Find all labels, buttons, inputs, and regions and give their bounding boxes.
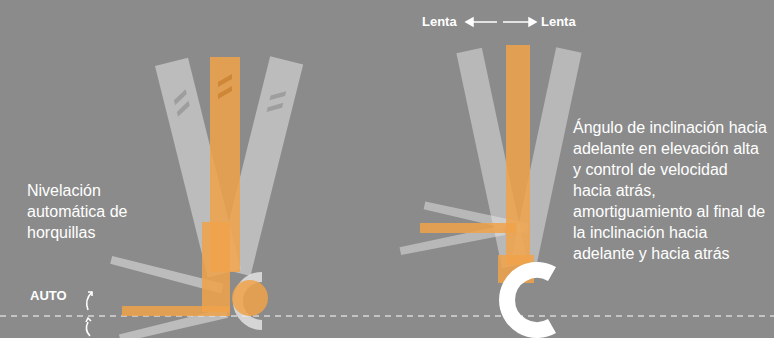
auto-arrows [86,292,92,336]
speed-arrows [466,18,536,26]
speed-label: Lenta [541,14,576,30]
tilt-note: Ángulo de inclinación hacia adelante en … [573,117,767,264]
auto-label: AUTO [30,288,67,304]
ground-line [0,315,774,317]
mast-right [363,27,582,330]
leveling-note: Nivelación automática de horquillas [27,180,139,243]
speed-label: Lenta [422,14,457,30]
